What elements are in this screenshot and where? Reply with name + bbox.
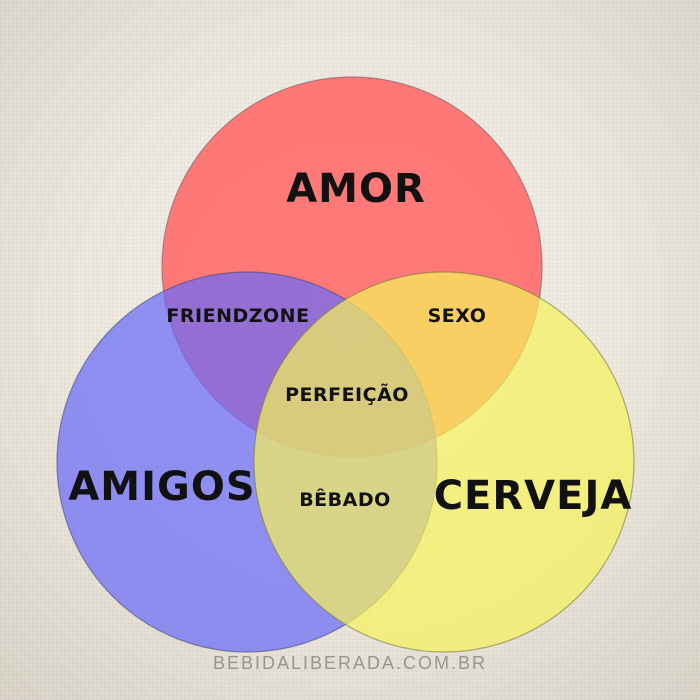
label-cerveja: CERVEJA bbox=[434, 473, 633, 519]
footer-website: BEBIDALIBERADA.COM.BR bbox=[212, 653, 488, 673]
label-sexo: SEXO bbox=[428, 305, 487, 327]
label-amigos: AMIGOS bbox=[68, 464, 255, 510]
label-bebado: BÊBADO bbox=[299, 488, 391, 511]
labels-group: AMOR AMIGOS CERVEJA FRIENDZONE SEXO PERF… bbox=[68, 166, 633, 519]
label-amor: AMOR bbox=[286, 166, 426, 212]
circle-cerveja bbox=[253, 271, 635, 653]
label-perfeicao: PERFEIÇÃO bbox=[285, 382, 409, 406]
label-friendzone: FRIENDZONE bbox=[166, 305, 309, 327]
circles-group bbox=[56, 76, 635, 653]
